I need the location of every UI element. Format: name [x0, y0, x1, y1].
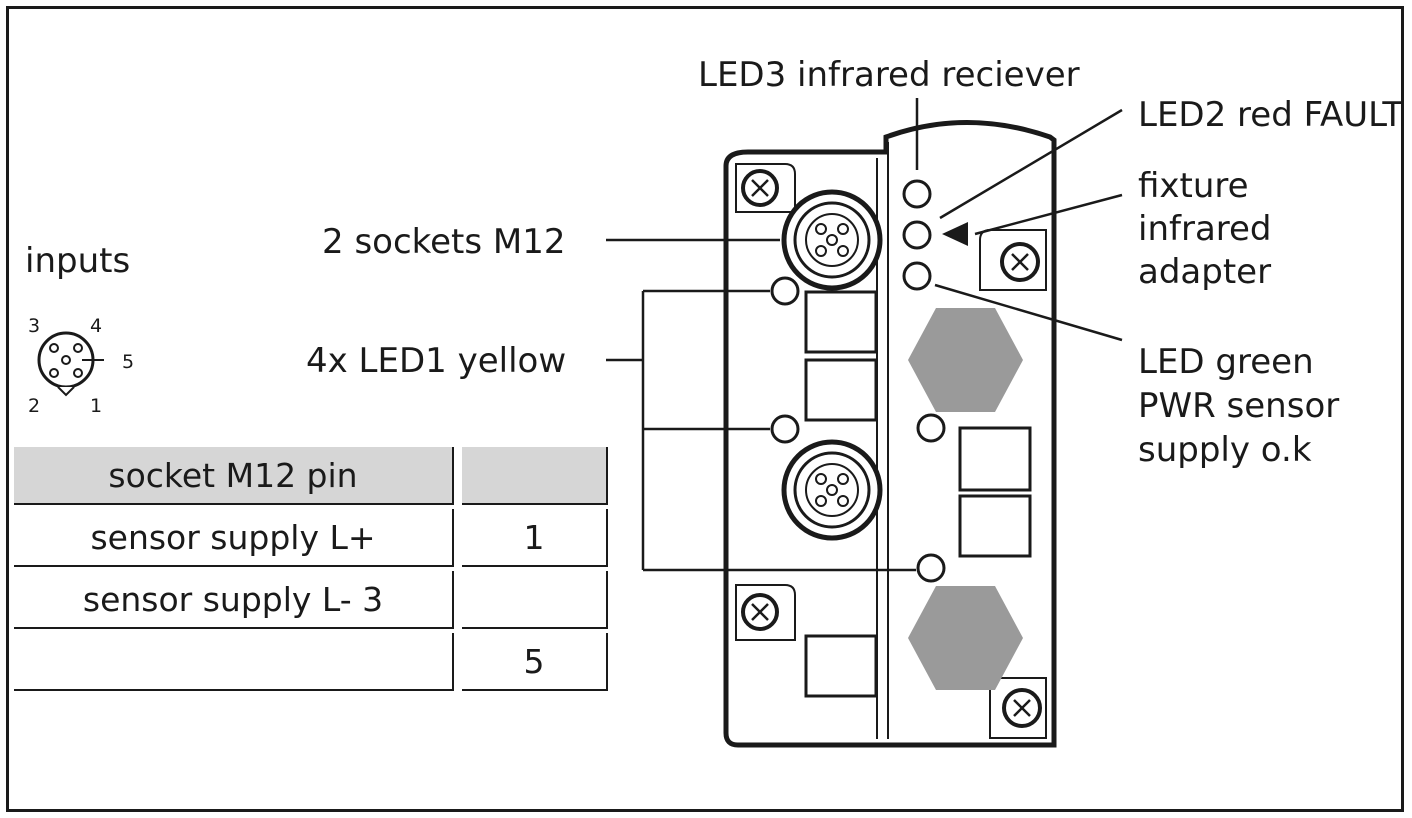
pin-3-label: 3: [28, 315, 40, 337]
pin-4-label: 4: [90, 315, 102, 337]
table-cell: 5: [462, 633, 608, 691]
hex-nut-upper: [908, 308, 1023, 412]
table-cell: 1: [462, 509, 608, 567]
callout-led1: 4x LED1 yellow: [306, 341, 566, 381]
led-indicator: [770, 179, 946, 583]
table-cell: [14, 633, 454, 691]
callout-fixture-line2: infrared: [1138, 209, 1272, 249]
table-cell: [462, 571, 608, 629]
label-window: [804, 290, 1032, 698]
table-header-cell: socket M12 pin: [14, 447, 454, 505]
callout-led2: LED2 red FAULT: [1138, 95, 1403, 135]
m12-pinout-icon: [37, 331, 104, 397]
table-cell: sensor supply L+: [14, 509, 454, 567]
m12-socket-upper: [781, 189, 883, 291]
pin-5-label: 5: [122, 351, 134, 373]
callout-pwr-line2: PWR sensor: [1138, 386, 1339, 426]
table-cell: sensor supply L- 3: [14, 571, 454, 629]
callout-pwr-line3: supply o.k: [1138, 430, 1312, 470]
callout-led3: LED3 infrared reciever: [698, 55, 1080, 95]
m12-socket-lower: [781, 439, 883, 541]
callout-pwr-line1: LED green: [1138, 342, 1314, 382]
pin-1-label: 1: [90, 395, 102, 417]
fixture-arrow-icon: [942, 222, 968, 246]
leader-lines: [606, 98, 1123, 572]
screw-icon: [741, 169, 779, 207]
screw-icon: [741, 593, 779, 631]
callout-sockets: 2 sockets M12: [322, 222, 566, 262]
pin-2-label: 2: [28, 395, 40, 417]
inputs-label: inputs: [25, 241, 130, 281]
screw-icon: [1000, 242, 1040, 282]
screw-icon: [1002, 688, 1042, 728]
callout-fixture-line1: fixture: [1138, 166, 1249, 206]
diagram-frame: [6, 6, 1404, 812]
hex-nut-lower: [908, 586, 1023, 690]
callout-fixture-line3: adapter: [1138, 252, 1271, 292]
table-header-cell: [462, 447, 608, 505]
